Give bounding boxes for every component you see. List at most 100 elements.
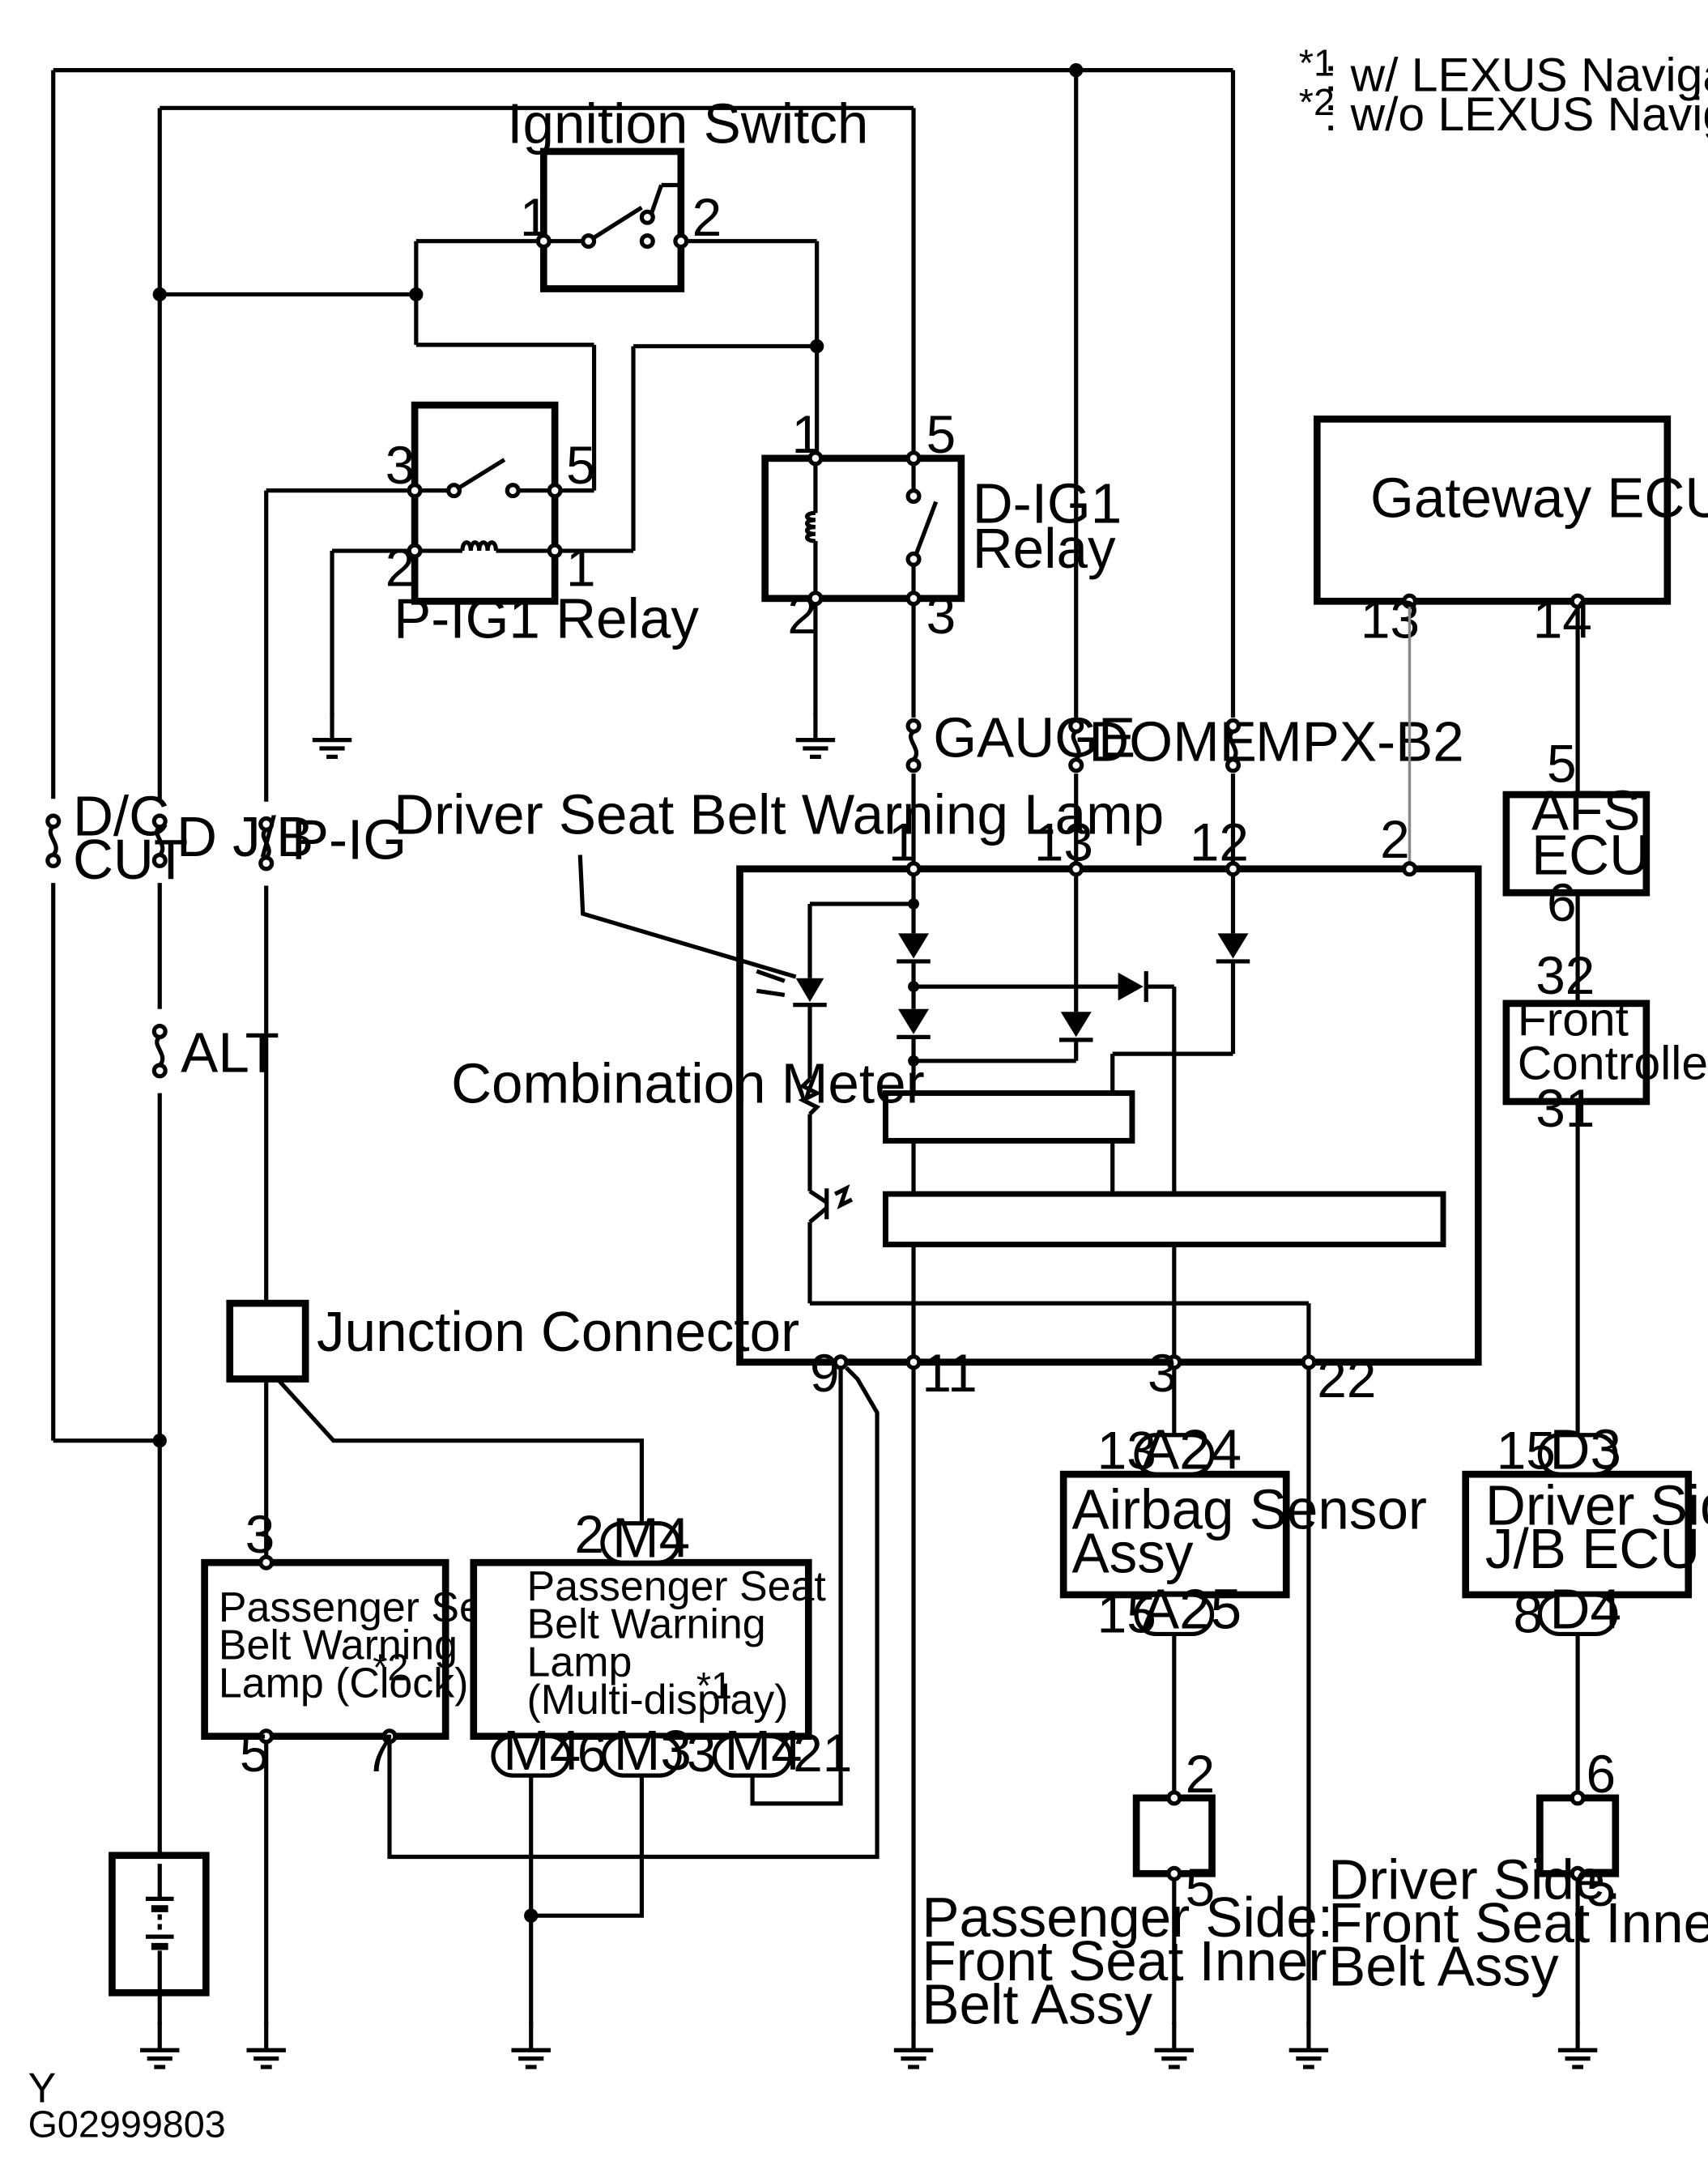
afs-ecu: AFS ECU 5 6 <box>1502 734 1650 932</box>
note-1-mark: *1 <box>1299 42 1335 84</box>
afs-ecu-label-1: AFS <box>1531 778 1641 842</box>
footer-code-1: Y <box>28 2064 57 2111</box>
pin-label: 6 <box>1547 872 1577 932</box>
passenger-belt-switch: 2 5 <box>1132 1744 1216 1917</box>
note-2-text: : w/o LEXUS Navigation <box>1324 88 1708 141</box>
pin-label: 3 <box>926 585 956 645</box>
pin-label: 3 <box>687 1723 717 1783</box>
pin-label: 5 <box>1586 1857 1616 1917</box>
driver-belt-label-3: Belt Assy <box>1328 1935 1559 1998</box>
pin-label: 5 <box>926 404 956 464</box>
pin-label: 3 <box>245 1504 275 1564</box>
pin-label: 3 <box>385 435 415 495</box>
p-ig1-relay-label: P-IG1 Relay <box>394 586 699 650</box>
passenger-belt-label-1: Passenger Side: <box>922 1886 1333 1949</box>
front-controller: Front Controller 32 31 <box>1502 945 1708 1138</box>
junction-connector-label: Junction Connector <box>317 1300 799 1363</box>
pin-label: 14 <box>1533 589 1592 649</box>
top-wiring <box>51 62 1236 1865</box>
passenger-lamp-clock: 3 5 7 Passenger Seat Belt Warning Lamp (… <box>201 1504 518 1783</box>
d-ig1-relay-label-1: D-IG1 <box>973 471 1122 535</box>
gateway-ecu-label: Gateway ECU <box>1370 467 1708 530</box>
fuse-gauge: GAUGE <box>908 705 1135 770</box>
fuse-mpx-b2-label: MPX-B2 <box>1255 710 1464 774</box>
gateway-ecu: Gateway ECU 13 14 <box>1313 416 1708 649</box>
pin-label: 15 <box>1097 1584 1156 1644</box>
connector-m4-left-label: M4 <box>503 1719 581 1782</box>
airbag-sensor-label-2: Assy <box>1072 1521 1194 1584</box>
pin-label: 2 <box>385 537 415 597</box>
passenger-belt-label-2: Front Seat Inner <box>922 1929 1327 1992</box>
pin-label: 2 <box>692 187 722 247</box>
passenger-belt-label-3: Belt Assy <box>922 1972 1152 2035</box>
front-controller-label-1: Front <box>1518 994 1629 1046</box>
front-controller-label-2: Controller <box>1518 1037 1708 1089</box>
passenger-lamp-multi-label-3: Lamp <box>527 1638 633 1685</box>
pin-label: 2 <box>787 585 817 645</box>
pin-label: 13 <box>1097 1420 1156 1480</box>
driver-seat-belt-warning-lamp-callout: Driver Seat Belt Warning Lamp <box>394 783 1164 979</box>
pin-label: 2 <box>1380 809 1410 869</box>
pin-label: 21 <box>793 1723 852 1783</box>
pin-label: 8 <box>1514 1584 1544 1644</box>
connector-a25: A25 15 <box>1097 1577 1242 1643</box>
pin-label: 11 <box>922 1343 977 1403</box>
pin-label: 1 <box>888 812 918 872</box>
connector-a24-label: A24 <box>1142 1417 1242 1481</box>
driver-side-jb-ecu: Driver Side J/B ECU <box>1462 1470 1708 1599</box>
driver-belt-label-1: Driver Side: <box>1328 1847 1621 1911</box>
connector-m4-right-label: M4 <box>724 1719 802 1782</box>
note-2-mark: *2 <box>1299 81 1335 123</box>
passenger-lamp-clock-label-2: Belt Warning <box>219 1622 458 1668</box>
fuse-dc-cut-label-2: CUT <box>73 828 188 891</box>
pin-label: 5 <box>566 435 596 495</box>
d-ig1-relay-label-2: Relay <box>973 517 1116 580</box>
passenger-lamp-multi-label-1: Passenger Seat <box>527 1562 827 1609</box>
fuse-dc-cut-label-1: D/C <box>73 784 169 847</box>
connector-d4-label: D4 <box>1549 1577 1621 1640</box>
fuse-d-jb-label: D J/B <box>177 805 313 868</box>
driver-belt-switch: 6 5 <box>1536 1744 1620 1917</box>
pin-label: 6 <box>577 1723 607 1783</box>
pin-label: 9 <box>810 1343 840 1403</box>
driver-belt-label: Driver Side: Front Seat Inner Belt Assy <box>1328 1847 1708 1997</box>
driver-jb-ecu-label-1: Driver Side <box>1485 1473 1708 1536</box>
note-1: *1 : w/ LEXUS Navigation <box>1299 42 1708 102</box>
footer-code-2: G02999803 <box>28 2103 226 2146</box>
fuse-gauge-label: GAUGE <box>933 705 1135 769</box>
fuse-p-ig: P-IG <box>261 808 407 872</box>
connector-d3: D3 15 <box>1497 1417 1621 1481</box>
driver-belt-label-2: Front Seat Inner <box>1328 1891 1708 1954</box>
pin-label: 2 <box>1186 1744 1216 1804</box>
connector-m3: M3 <box>602 1719 692 1782</box>
connector-m4-top: M4 <box>600 1506 690 1569</box>
passenger-lamp-multi-display: Passenger Seat Belt Warning Lamp (Multi-… <box>470 1504 827 1741</box>
airbag-sensor-assy: Airbag Sensor Assy <box>1059 1470 1427 1599</box>
ignition-switch: Ignition Switch 1 2 <box>507 92 868 292</box>
passenger-lamp-clock-sup: *2 <box>373 1647 408 1689</box>
connector-d3-label: D3 <box>1549 1417 1621 1481</box>
connector-m4-right: M4 <box>712 1719 803 1782</box>
pin-label: 1 <box>792 404 822 464</box>
pin-label: 12 <box>1190 812 1249 872</box>
pin-label: 1 <box>566 537 596 597</box>
connector-m3-label: M3 <box>614 1719 692 1782</box>
fuse-mpx-b2: MPX-B2 <box>1228 710 1464 774</box>
passenger-lamp-multi-label-4: (Multi-display) <box>527 1676 789 1723</box>
connector-m4-top-label: M4 <box>612 1506 690 1569</box>
fuse-dc-cut: D/C CUT <box>48 784 188 891</box>
fuse-d-jb: D J/B <box>154 805 313 868</box>
pin-label: 13 <box>1034 812 1093 872</box>
connector-m4-left: M4 <box>491 1719 581 1782</box>
driver-jb-ecu-label-2: J/B ECU <box>1485 1517 1700 1580</box>
connector-a25-label: A25 <box>1142 1577 1242 1640</box>
pin-label: 5 <box>1547 734 1577 794</box>
passenger-lamp-multi-label-2: Belt Warning <box>527 1600 766 1647</box>
fuse-p-ig-label: P-IG <box>292 808 407 872</box>
pin-label: 32 <box>1535 945 1595 1005</box>
passenger-lamp-multi-sup: *1 <box>696 1664 732 1707</box>
combination-meter-label: Combination Meter <box>451 1052 925 1115</box>
passenger-lamp-clock-label-1: Passenger Seat <box>219 1583 518 1630</box>
battery <box>109 1852 210 1997</box>
